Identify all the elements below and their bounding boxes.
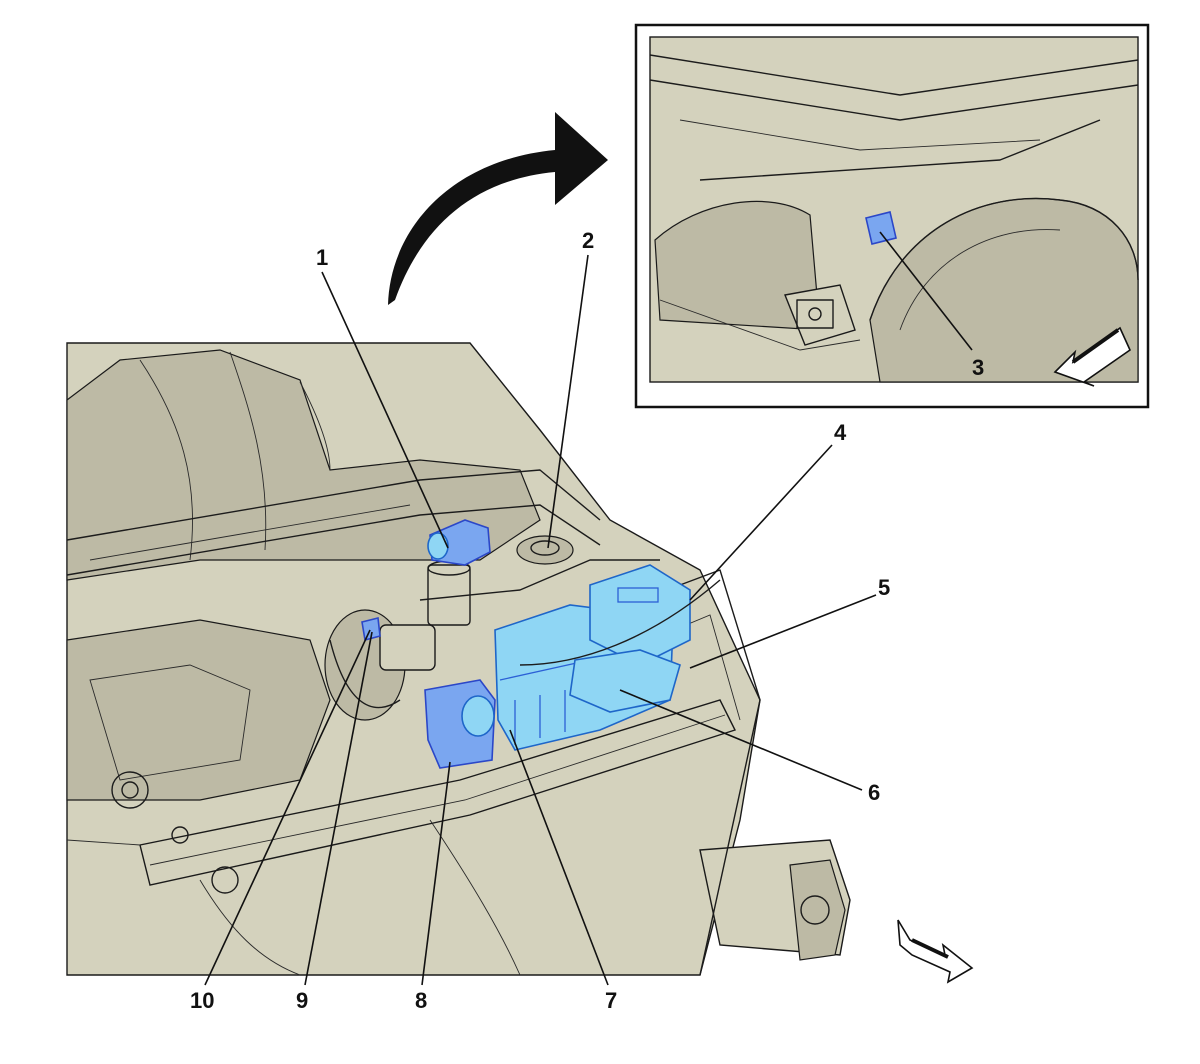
callout-8: 8	[415, 988, 427, 1013]
callout-6: 6	[868, 780, 880, 805]
direction-arrow-icon	[1053, 326, 1132, 387]
inset-view	[634, 23, 1150, 409]
callout-7: 7	[605, 988, 617, 1013]
callout-9: 9	[296, 988, 308, 1013]
callout-2: 2	[582, 228, 594, 253]
curved-arrow-icon	[388, 112, 608, 305]
main-view	[66, 342, 851, 976]
direction-arrow-icon	[897, 919, 974, 984]
callout-3: 3	[972, 355, 984, 380]
callout-5: 5	[878, 575, 890, 600]
callout-4: 4	[834, 420, 847, 445]
callout-labels: 1 2 3 4 5 6 7 8 9 10	[190, 228, 984, 1013]
callout-1: 1	[316, 245, 328, 270]
leader-lines	[204, 231, 973, 986]
callout-10: 10	[190, 988, 214, 1013]
